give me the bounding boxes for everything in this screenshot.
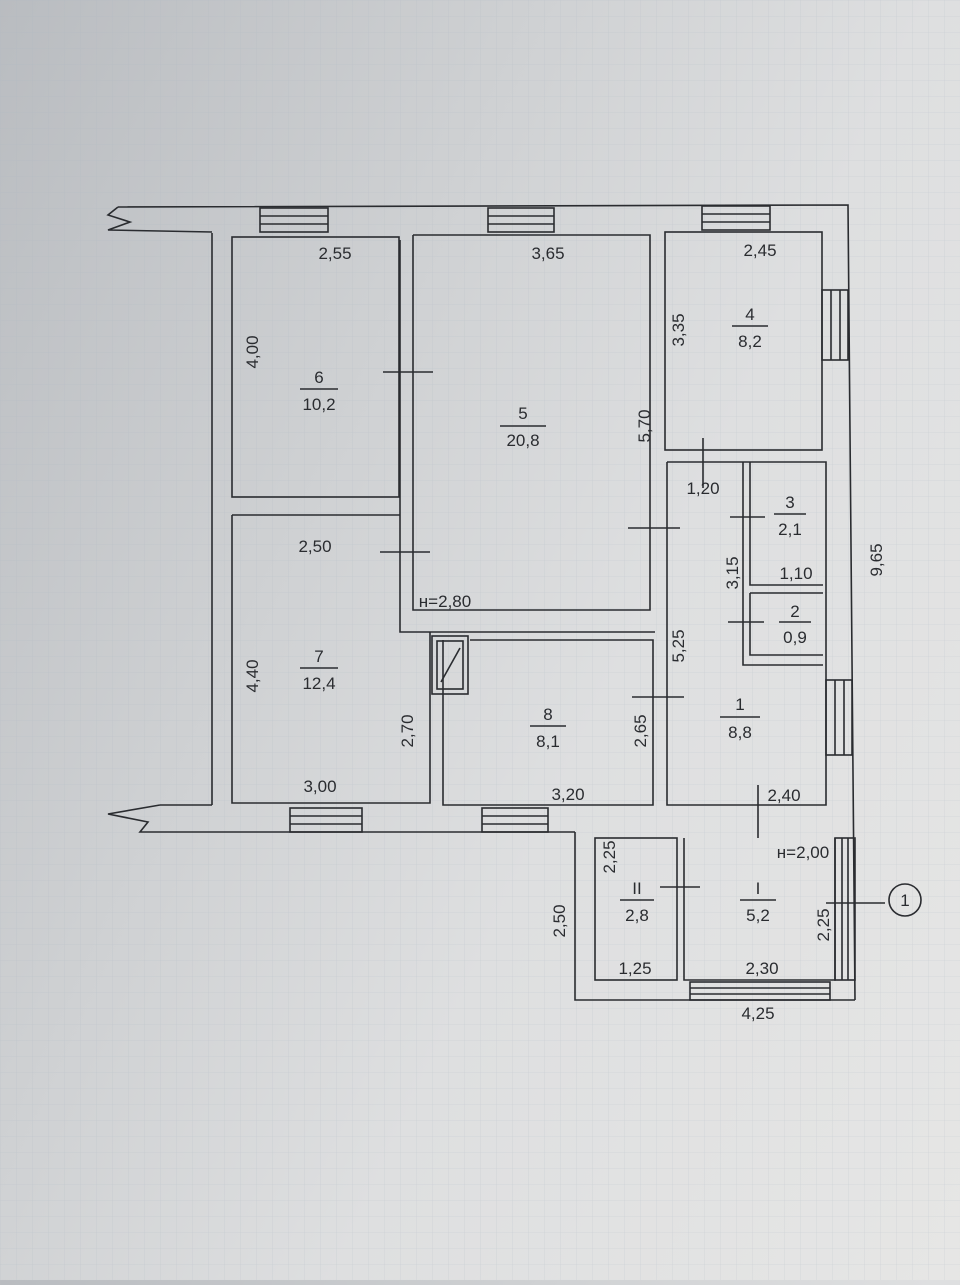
porch-I-number: I xyxy=(756,879,761,898)
room-6-area: 10,2 xyxy=(302,395,335,414)
dim-r1-width: 2,40 xyxy=(767,786,800,805)
porch-I-area: 5,2 xyxy=(746,906,770,925)
room-1-area: 8,8 xyxy=(728,723,752,742)
room-5-number: 5 xyxy=(518,404,527,423)
break-symbol-top xyxy=(106,206,213,233)
room-2-outline xyxy=(749,592,823,656)
porch-II-outline xyxy=(594,837,678,981)
window-top-4 xyxy=(701,205,771,231)
dim-porch-II-width: 1,25 xyxy=(618,959,651,978)
window-right-4 xyxy=(821,289,849,361)
dim-r1-height: 5,25 xyxy=(669,629,688,662)
dim-r8-width: 3,20 xyxy=(551,785,584,804)
window-bottom-7 xyxy=(289,807,363,833)
room-5-area: 20,8 xyxy=(506,431,539,450)
room-6-number: 6 xyxy=(314,368,323,387)
room-7-outline xyxy=(231,514,431,804)
room-2-number: 2 xyxy=(790,602,799,621)
room-7-number: 7 xyxy=(314,647,323,666)
room-5-outline xyxy=(412,234,651,611)
dim-r4-width: 2,45 xyxy=(743,241,776,260)
room-1-number: 1 xyxy=(735,695,744,714)
bath-block-outline xyxy=(742,462,823,666)
room-6-outline xyxy=(231,236,400,498)
window-right-1 xyxy=(825,679,853,756)
dim-r8-height-right: 2,65 xyxy=(631,714,650,747)
dim-corridor-width: 1,20 xyxy=(686,479,719,498)
dim-r7-width-top: 2,50 xyxy=(298,537,331,556)
dim-overall-height: 9,65 xyxy=(867,543,886,576)
room-5-outer xyxy=(399,240,655,633)
room-2-area: 0,9 xyxy=(783,628,807,647)
dim-r5-width: 3,65 xyxy=(531,244,564,263)
dim-r8-height-left: 2,70 xyxy=(398,714,417,747)
window-porch-bottom xyxy=(689,981,831,1001)
dim-r7-width-bottom: 3,00 xyxy=(303,777,336,796)
room-3-outline xyxy=(749,462,823,586)
porch-II-area: 2,8 xyxy=(625,906,649,925)
dim-r7-height: 4,40 xyxy=(243,659,262,692)
room-8-area: 8,1 xyxy=(536,732,560,751)
stove-diagonal xyxy=(440,647,461,683)
room-8-number: 8 xyxy=(543,705,552,724)
dim-porch-I-height: 2,25 xyxy=(814,908,833,941)
dim-r6-height: 4,00 xyxy=(243,335,262,368)
break-symbol-bottom xyxy=(107,804,575,833)
porch-II-number: II xyxy=(632,879,641,898)
window-porch-right xyxy=(834,837,856,981)
dim-r4-height: 3,35 xyxy=(669,313,688,346)
room-1-outline xyxy=(666,461,827,806)
dim-r6-width: 2,55 xyxy=(318,244,351,263)
room-8-outline xyxy=(442,639,654,806)
dim-porch-total-width: 4,25 xyxy=(741,1004,774,1023)
wall-lines xyxy=(106,204,885,1001)
stove-symbol xyxy=(431,635,469,695)
dim-porch-I-width: 2,30 xyxy=(745,959,778,978)
stove-inner xyxy=(436,640,464,690)
dim-ceiling-porch: н=2,00 xyxy=(777,843,829,862)
room-3-number: 3 xyxy=(785,493,794,512)
room-3-area: 2,1 xyxy=(778,520,802,539)
window-top-5 xyxy=(487,207,555,233)
outer-wall-left xyxy=(160,233,213,806)
dim-r3-width: 1,10 xyxy=(779,564,812,583)
window-bottom-8 xyxy=(481,807,549,833)
dim-r5-height: 5,70 xyxy=(635,409,654,442)
dim-porch-height: 2,50 xyxy=(550,904,569,937)
dim-porch-II-height: 2,25 xyxy=(600,840,619,873)
window-top-6 xyxy=(259,207,329,233)
dim-ceiling-main: н=2,80 xyxy=(419,592,471,611)
room-4-area: 8,2 xyxy=(738,332,762,351)
dim-r3-height: 3,15 xyxy=(723,556,742,589)
section-marker-circle xyxy=(888,883,922,917)
section-marker-label: 1 xyxy=(900,891,909,910)
room-7-area: 12,4 xyxy=(302,674,335,693)
room-4-number: 4 xyxy=(745,305,754,324)
